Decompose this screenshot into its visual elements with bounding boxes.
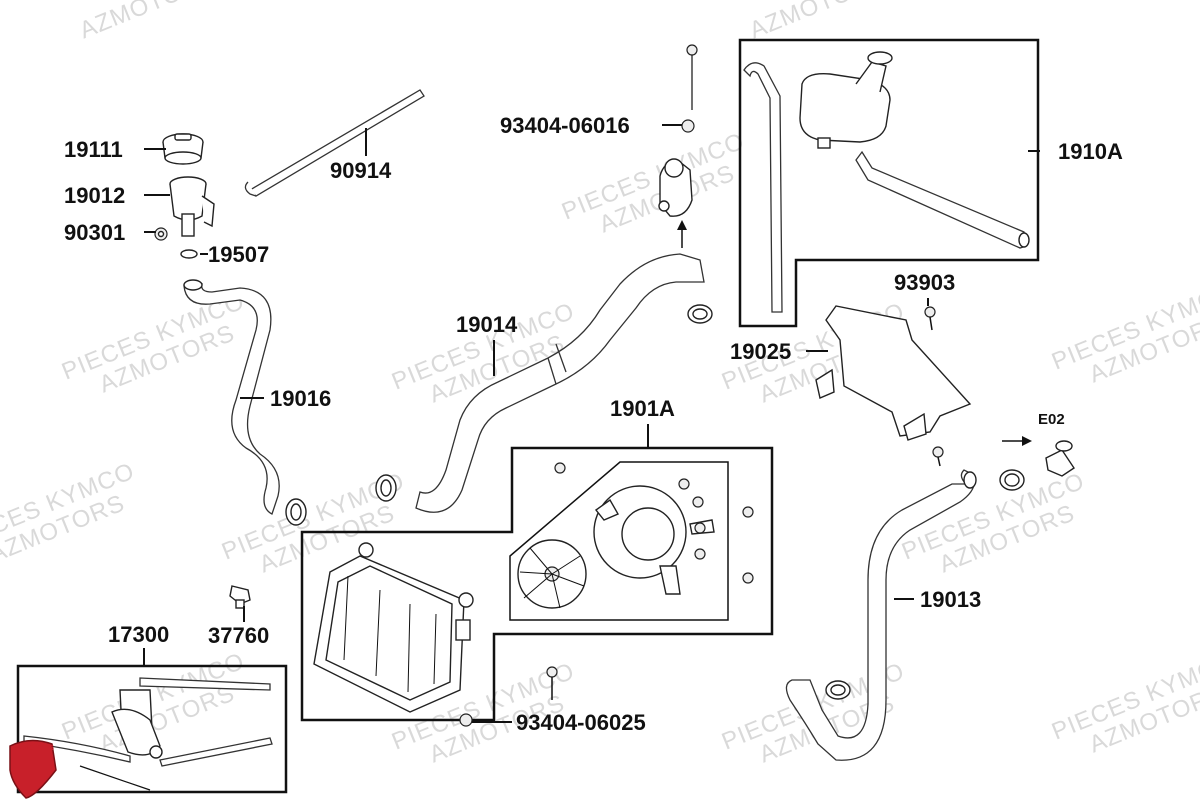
sensor-37760 — [229, 585, 251, 609]
bolt-93404-06025 — [459, 713, 473, 727]
label-17300: 17300 — [108, 622, 169, 647]
hose-19013 — [785, 469, 977, 761]
reservoir-hose-vertical — [743, 62, 783, 313]
label-1901A: 1901A — [610, 396, 675, 421]
arrow-right-E02 — [1002, 436, 1032, 446]
bracket-19025 — [815, 305, 972, 441]
arrow-up-thermostat — [677, 220, 687, 248]
label-19012: 19012 — [64, 183, 125, 208]
radiator-core — [313, 542, 474, 713]
label-19014: 19014 — [456, 312, 518, 337]
screw-19025-lower — [932, 446, 944, 467]
azmotors-logo: AZMOTORS — [9, 739, 57, 799]
clamp-19014-right — [687, 304, 713, 324]
bolt-93404-06025-top — [546, 666, 558, 700]
reservoir-tank — [799, 51, 893, 149]
label-93404-06025: 93404-06025 — [516, 710, 646, 735]
label-90914: 90914 — [330, 158, 392, 183]
watermark-line-2: AZMOTORS — [746, 0, 889, 44]
label-19016: 19016 — [270, 386, 331, 411]
fan-screws — [554, 462, 754, 584]
clip-19507 — [180, 249, 198, 259]
leader-lines — [143, 124, 1040, 723]
radiator-cap-19111 — [162, 133, 204, 165]
hose-19014 — [415, 253, 705, 513]
clamp-19013-upper — [999, 469, 1025, 491]
assembly-17300-parts — [23, 677, 273, 791]
bolt-93404-06016 — [681, 119, 695, 133]
fan-blade — [517, 539, 587, 609]
hose-19016 — [183, 279, 280, 515]
filler-neck-19012 — [169, 176, 215, 237]
box-17300 — [16, 664, 288, 794]
label-1910A: 1910A — [1058, 139, 1123, 164]
label-19507: 19507 — [208, 242, 269, 267]
clamp-19014-left — [375, 474, 397, 502]
fitting-E02 — [1045, 440, 1075, 477]
label-93404-06016: 93404-06016 — [500, 113, 630, 138]
radiator-box-1901A — [300, 446, 774, 722]
fan-sub-box — [509, 461, 729, 621]
reservoir-box-1910A — [738, 38, 1040, 328]
label-37760: 37760 — [208, 623, 269, 648]
hose-90914 — [244, 89, 425, 197]
label-19025: 19025 — [730, 339, 791, 364]
watermark-line-2: AZMOTORS — [76, 0, 219, 44]
label-93903: 93903 — [894, 270, 955, 295]
bolt-93404-06016-top — [686, 44, 698, 110]
screw-93903 — [924, 306, 936, 331]
clamp-19013-lower — [825, 680, 851, 700]
svg-text:AZMOTORS: AZMOTORS — [14, 745, 54, 752]
label-19111: 19111 — [64, 137, 123, 162]
clamp-19016-lower — [285, 498, 307, 526]
reservoir-hose-diagonal — [855, 150, 1030, 249]
bolt-90301 — [154, 227, 168, 241]
part-labels: 19111 19012 90301 19507 90914 93404-0601… — [64, 113, 1123, 735]
thermostat-housing — [658, 158, 693, 217]
label-19013: 19013 — [920, 587, 981, 612]
label-E02: E02 — [1038, 411, 1065, 428]
label-90301: 90301 — [64, 220, 125, 245]
